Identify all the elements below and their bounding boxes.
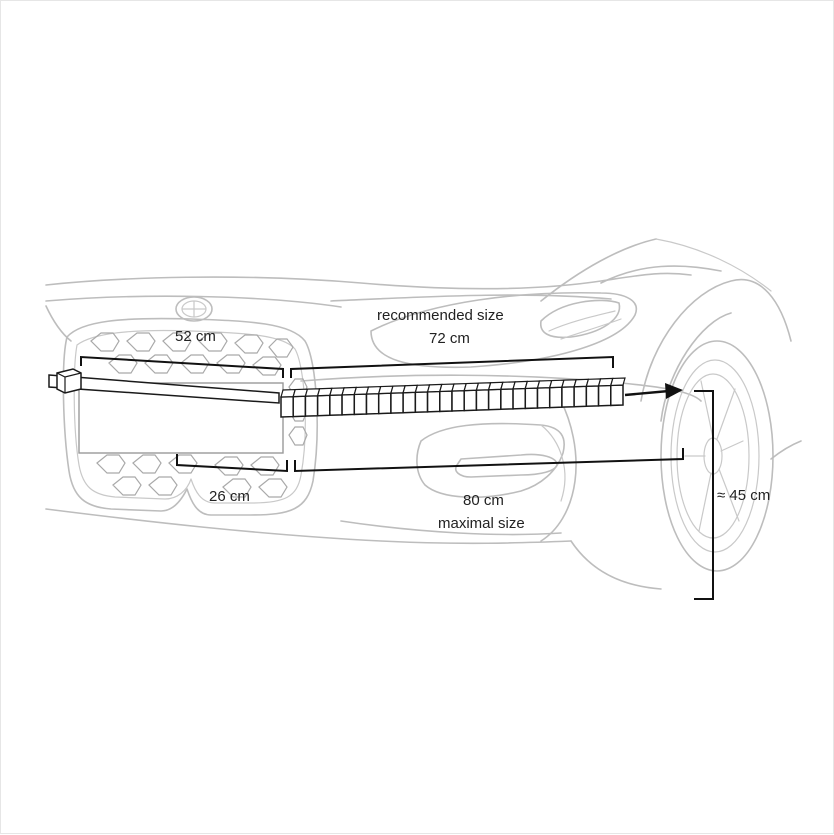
a-pillar: [600, 265, 722, 284]
extension-arrow: [624, 383, 683, 399]
strip-segment: [280, 395, 294, 418]
spoke-4: [718, 468, 740, 522]
label-grille-top: 52 cm: [175, 328, 216, 345]
strip-segment: [353, 393, 368, 416]
strip-segment: [585, 385, 600, 408]
strip-segment: [304, 394, 319, 417]
kidney-grille: [62, 317, 318, 516]
label-maximal-2: maximal size: [438, 515, 525, 532]
strip-segment: [329, 394, 343, 417]
strip-segment: [414, 391, 429, 414]
strip-segment: [573, 385, 588, 408]
strip-segment: [426, 390, 441, 413]
grille-mesh-top: [90, 332, 294, 358]
wheel-arch-inner: [660, 312, 732, 422]
spoke-5: [698, 472, 712, 532]
car-outline: [45, 238, 802, 590]
windshield-edge: [540, 238, 657, 302]
hood-crease: [330, 294, 612, 302]
strip-segment: [377, 392, 392, 415]
grille-outer: [62, 317, 318, 516]
strip-segment: [487, 388, 502, 411]
strip-segments: [280, 377, 626, 418]
strip-segment: [475, 388, 490, 411]
label-grille-bottom: 26 cm: [209, 488, 250, 505]
strip-left-bar: [48, 374, 280, 404]
strip-segment: [463, 389, 478, 412]
bumper-lower: [45, 508, 572, 545]
fender-lower: [570, 540, 662, 590]
brand-roundel-cross: [181, 300, 207, 318]
strip-segment: [500, 388, 514, 411]
arrow-head: [665, 383, 683, 399]
strip-segment: [610, 384, 624, 407]
grille-inner: [73, 329, 306, 504]
strip-segment: [316, 394, 331, 417]
dim-grille-bottom: [176, 454, 288, 473]
wheel-arch-outer: [640, 278, 792, 402]
spoke-1: [700, 380, 714, 439]
sensor-strip: [48, 368, 626, 418]
strip-segment: [365, 392, 380, 415]
strip-segment: [561, 385, 575, 408]
spoke-2: [716, 388, 736, 440]
strip-segment-top: [609, 377, 626, 387]
grille-mesh-bottom: [96, 454, 288, 498]
headlight-drl: [548, 310, 616, 332]
side-sill: [770, 440, 802, 460]
tire: [660, 340, 774, 572]
strip-segment: [451, 389, 465, 412]
dim-grille-top: [80, 355, 284, 378]
strip-segment: [597, 384, 612, 407]
label-maximal-1: 80 cm: [463, 492, 504, 509]
strip-segment: [390, 391, 404, 414]
strip-segment: [402, 391, 417, 414]
strip-segment: [524, 387, 539, 410]
strip-segment: [341, 393, 356, 416]
bumper-corner: [540, 400, 577, 542]
roof-line: [655, 238, 772, 292]
intake-line: [540, 424, 566, 502]
headlight-outer: [370, 291, 638, 369]
left-fender: [45, 305, 72, 342]
dim-maximal: [294, 448, 684, 473]
strip-segment: [548, 386, 563, 409]
spoke-3: [720, 440, 744, 452]
brand-roundel: [175, 296, 213, 322]
headlight-drl-2: [560, 318, 622, 340]
dim-height: [694, 390, 714, 600]
strip-segment: [439, 390, 453, 413]
air-intake: [416, 422, 565, 498]
dim-recommended: [290, 355, 614, 378]
strip-segment: [512, 387, 527, 410]
label-height: ≈ 45 cm: [717, 487, 770, 504]
grille-mesh-mid: [108, 354, 282, 376]
bumper-apron: [340, 520, 562, 536]
label-recommended-1: recommended size: [377, 307, 504, 324]
hood-line: [45, 295, 342, 308]
hood-edge: [45, 272, 692, 290]
strip-left-cap: [56, 368, 82, 394]
strip-segment: [292, 395, 307, 418]
label-recommended-2: 72 cm: [429, 330, 470, 347]
strip-left-cap-edge: [56, 372, 82, 393]
dimension-lines: [80, 355, 714, 600]
headlight-inner: [540, 299, 621, 339]
strip-segment: [536, 386, 551, 409]
fog-light: [455, 453, 558, 478]
rim-outer: [670, 359, 760, 553]
